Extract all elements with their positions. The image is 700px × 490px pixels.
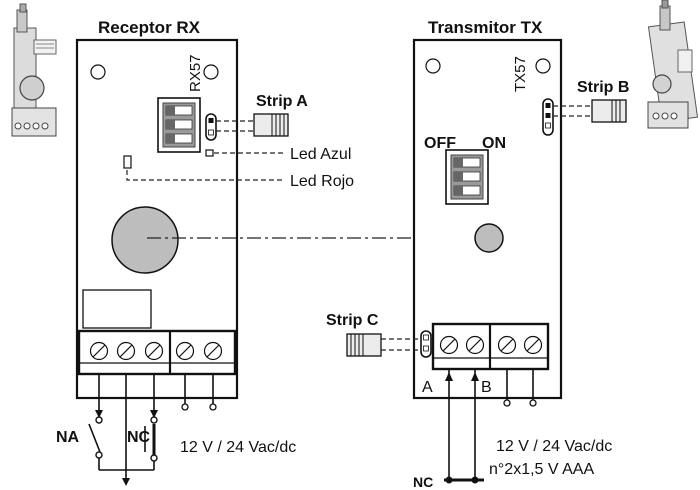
led-blue-marker bbox=[205, 149, 214, 157]
strip-a-jumper-pins bbox=[205, 113, 217, 141]
strip-a-label: Strip A bbox=[256, 93, 308, 110]
led-red-marker bbox=[123, 155, 132, 169]
receiver-device-photo bbox=[11, 3, 57, 137]
receiver-lens bbox=[111, 206, 179, 274]
receiver-supply-label: 12 V / 24 Vac/dc bbox=[180, 439, 296, 456]
transmitter-wiring bbox=[444, 369, 537, 484]
transmitter-title: Transmitor TX bbox=[428, 18, 543, 37]
receiver-board: Receptor RX RX57 bbox=[75, 18, 239, 400]
strip-b-jumper-pins bbox=[542, 98, 554, 136]
contact-na-label: NA bbox=[56, 429, 80, 446]
receiver-terminal-block bbox=[77, 329, 237, 376]
transmitter-nc-label: NC bbox=[413, 474, 433, 490]
strip-c-jumper-pins bbox=[420, 330, 432, 358]
transmitter-device-photo bbox=[647, 0, 699, 129]
terminal-b-label: B bbox=[481, 379, 492, 396]
led-blue-label: Led Azul bbox=[290, 146, 351, 163]
battery-label: n°2x1,5 V AAA bbox=[489, 461, 594, 478]
transmitter-supply-label: 12 V / 24 Vac/dc bbox=[496, 438, 612, 455]
transmitter-terminal-block bbox=[431, 322, 550, 371]
strip-c-label: Strip C bbox=[326, 312, 379, 329]
receiver-wiring bbox=[88, 374, 217, 486]
transmitter-emitter bbox=[474, 223, 504, 253]
switch-on-label: ON bbox=[482, 135, 506, 152]
strip-b-label: Strip B bbox=[577, 79, 629, 96]
terminal-a-label: A bbox=[422, 379, 433, 396]
receiver-title: Receptor RX bbox=[98, 18, 201, 37]
contact-nc-label: NC bbox=[127, 429, 151, 446]
strip-a-connector: Strip A bbox=[216, 93, 308, 137]
transmitter-dip-switch bbox=[445, 149, 489, 205]
switch-off-label: OFF bbox=[424, 135, 456, 152]
strip-b-connector: Strip B bbox=[553, 79, 629, 123]
transmitter-model-label: TX57 bbox=[512, 56, 529, 92]
receiver-dip-switch bbox=[157, 97, 201, 153]
led-red-label: Led Rojo bbox=[290, 173, 354, 190]
strip-c-connector: Strip C bbox=[326, 312, 421, 357]
receiver-model-label: RX57 bbox=[187, 54, 204, 92]
transmitter-board: Transmitor TX TX57 OFF ON bbox=[412, 18, 563, 400]
